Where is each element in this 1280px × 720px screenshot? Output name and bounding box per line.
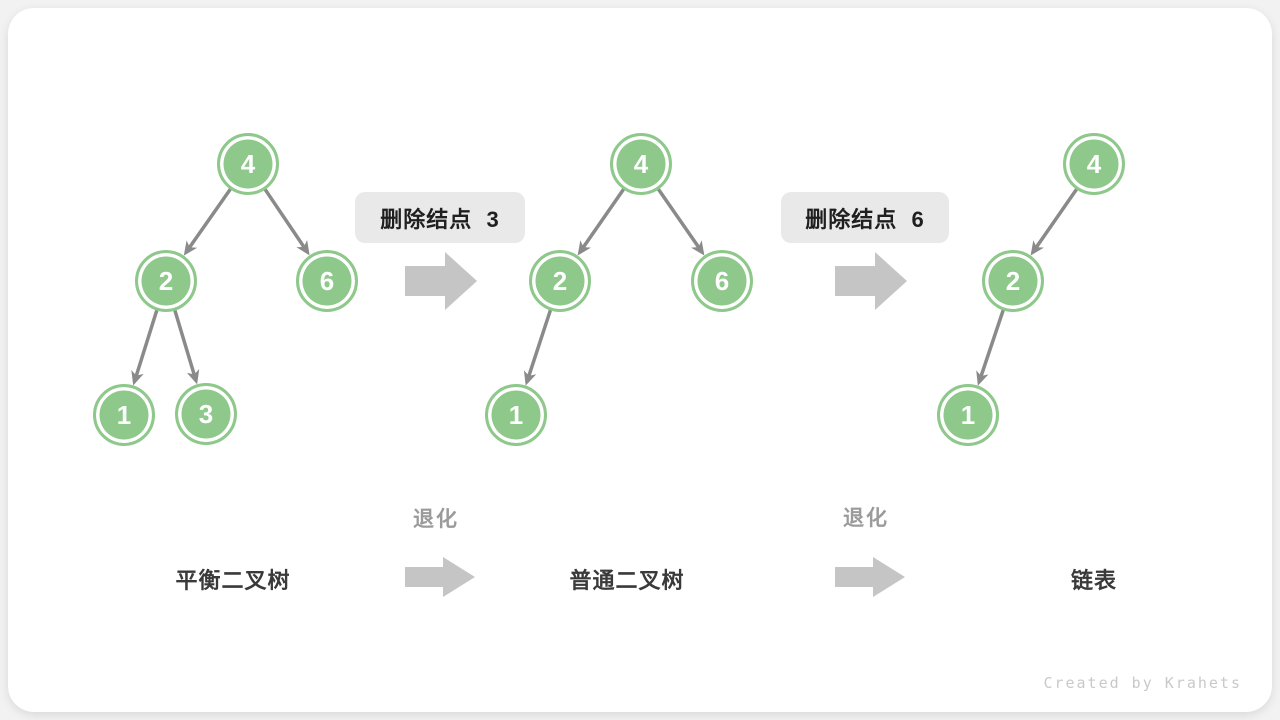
tree3-node-4: 4: [1063, 133, 1125, 195]
delete-node-3-label: 删除结点 3: [355, 192, 525, 243]
degrade-arrow-2-icon: [835, 557, 905, 597]
tree3-node-1: 1: [937, 384, 999, 446]
stage-label-ordinary-binary-tree: 普通二叉树: [569, 568, 685, 593]
tree2-node-1: 1: [485, 384, 547, 446]
tree1-edge-2-1: [131, 308, 159, 386]
tree1-edge-4-6: [263, 187, 310, 256]
degrade-label-2: 退化: [843, 507, 889, 530]
block-arrow-shape: [405, 557, 475, 597]
tree2-edge-4-2: [577, 187, 626, 256]
transition-arrow-2-icon: [835, 252, 907, 310]
block-arrow-shape: [835, 557, 905, 597]
block-arrow-shape: [405, 252, 477, 310]
tree2-node-2: 2: [529, 250, 591, 312]
tree2-edge-4-6: [656, 187, 705, 256]
tree1-node-6: 6: [296, 250, 358, 312]
tree2-node-6: 6: [691, 250, 753, 312]
tree1-edge-2-3: [173, 308, 200, 385]
tree2-node-4: 4: [610, 133, 672, 195]
watermark: Created by Krahets: [1043, 674, 1242, 692]
tree3-edge-4-2: [1030, 187, 1079, 256]
delete-node-6-label: 删除结点 6: [781, 192, 949, 243]
tree3-node-2: 2: [982, 250, 1044, 312]
tree1-edge-4-2: [183, 187, 232, 256]
tree1-node-2: 2: [135, 250, 197, 312]
diagram-card: [8, 8, 1272, 712]
stage-label-linked-list: 链表: [1070, 568, 1117, 593]
tree3-edge-2-1: [976, 308, 1005, 386]
tree1-node-1: 1: [93, 384, 155, 446]
tree2-edge-2-1: [523, 308, 553, 386]
degrade-arrow-1-icon: [405, 557, 475, 597]
degrade-label-1: 退化: [413, 508, 459, 531]
tree1-node-4: 4: [217, 133, 279, 195]
block-arrow-shape: [835, 252, 907, 310]
tree1-node-3: 3: [175, 383, 237, 445]
stage-label-balanced-binary-tree: 平衡二叉树: [175, 568, 291, 593]
transition-arrow-1-icon: [405, 252, 477, 310]
